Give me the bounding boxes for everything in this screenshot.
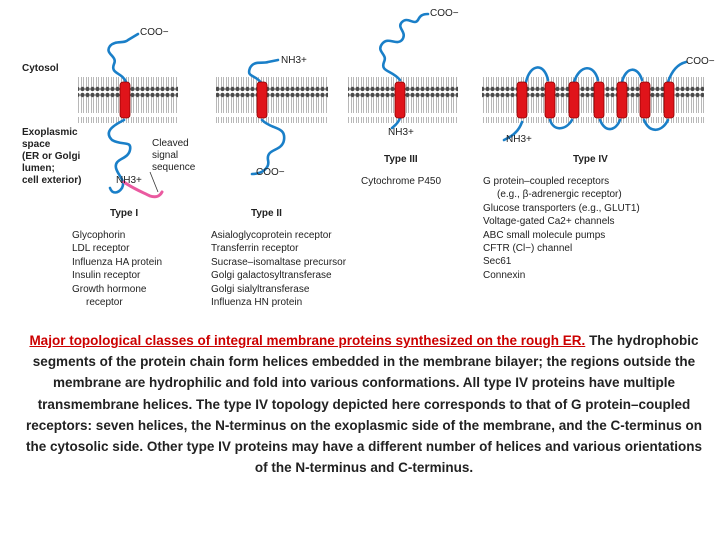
type-ii-exoplasmic-domain (250, 118, 286, 176)
list-item: Asialoglycoprotein receptor (211, 230, 332, 241)
list-item: G protein–coupled receptors (483, 176, 610, 187)
type-iv-helix-3 (568, 81, 580, 119)
list-item: Sucrase–isomaltase precursor (211, 256, 347, 268)
type-i-c-terminus-label: COO− (140, 27, 169, 38)
list-item: CFTR (Cl−) channel (483, 242, 573, 254)
protein-chains (107, 12, 688, 194)
exoplasmic-label-5: cell exterior) (22, 175, 82, 186)
type-iv-helix-4 (593, 81, 605, 119)
cleaved-label-3: sequence (152, 162, 196, 173)
transmembrane-helices (119, 81, 675, 119)
list-item: ABC small molecule pumps (483, 229, 606, 241)
type-ii-cytosolic-chain (247, 58, 280, 86)
type-i-n-terminus-label: NH3+ (116, 175, 142, 186)
type-i-exoplasmic-domain (107, 118, 132, 194)
signal-pointer-line (149, 171, 159, 193)
list-item: (e.g., β-adrenergic receptor) (497, 189, 622, 201)
cytosol-label: Cytosol (22, 63, 59, 74)
list-item: LDL receptor (72, 243, 130, 255)
figure-caption: Major topological classes of integral me… (26, 330, 702, 478)
exoplasmic-label-3: (ER or Golgi (22, 151, 81, 162)
type-iii-protein-list: Cytochrome P450 (361, 175, 441, 188)
exoplasmic-label-4: lumen; (22, 163, 55, 174)
type-i-heading: Type I (110, 208, 139, 219)
list-item: Insulin receptor (72, 270, 141, 282)
membrane-segment-type-ii (216, 77, 328, 123)
cleaved-label-1: Cleaved (152, 138, 189, 149)
type-iii-n-terminus-chain (390, 116, 402, 130)
type-iv-helix-5 (616, 81, 628, 119)
list-item: Glucose transporters (e.g., GLUT1) (483, 202, 640, 214)
type-ii-c-terminus-label: COO− (256, 167, 285, 178)
type-ii-helix (256, 81, 268, 119)
cleaved-signal-sequence (122, 180, 164, 199)
type-iv-loops (502, 60, 688, 142)
type-iv-helix-1 (516, 81, 528, 119)
type-iv-protein-list: G protein–coupled receptors (e.g., β-adr… (483, 175, 640, 282)
type-ii-n-terminus-label: NH3+ (281, 55, 307, 66)
type-iii-cytosolic-domain (379, 12, 430, 82)
exoplasmic-label-2: space (22, 139, 51, 150)
list-item: Cytochrome P450 (361, 176, 442, 187)
type-ii-protein-list: Asialoglycoprotein receptor Transferrin … (211, 229, 346, 309)
type-iv-n-terminus-label: NH3+ (506, 134, 532, 145)
type-ii-heading: Type II (251, 208, 282, 219)
type-i-cytosolic-chain (107, 32, 140, 84)
list-item: Transferrin receptor (211, 243, 299, 255)
list-item: Connexin (483, 269, 526, 281)
list-item: Influenza HA protein (72, 256, 163, 268)
type-iii-n-terminus-label: NH3+ (388, 127, 414, 138)
caption-body: The hydrophobic segments of the protein … (26, 333, 702, 476)
type-iv-c-terminus-label: COO− (686, 56, 715, 67)
caption-title: Major topological classes of integral me… (29, 333, 586, 348)
list-item: Glycophorin (72, 230, 126, 241)
type-iii-heading: Type III (384, 154, 418, 165)
type-iv-heading: Type IV (573, 154, 608, 165)
exoplasmic-label-1: Exoplasmic (22, 127, 78, 138)
type-iv-helix-7 (663, 81, 675, 119)
list-item: receptor (86, 296, 123, 308)
list-item: Golgi sialyltransferase (211, 283, 310, 295)
list-item: Golgi galactosyltransferase (211, 270, 332, 282)
list-item: Sec61 (483, 256, 512, 268)
type-iii-c-terminus-label: COO− (430, 8, 459, 19)
list-item: Growth hormone (72, 283, 147, 295)
list-item: Influenza HN protein (211, 296, 303, 308)
type-i-helix (119, 81, 131, 119)
type-iv-helix-2 (544, 81, 556, 119)
type-iii-helix (394, 81, 406, 119)
type-iv-helix-6 (639, 81, 651, 119)
type-i-protein-list: Glycophorin LDL receptor Influenza HA pr… (72, 229, 162, 309)
list-item: Voltage-gated Ca2+ channels (483, 216, 615, 228)
membrane-topology-diagram (78, 12, 704, 199)
cleaved-label-2: signal (152, 150, 179, 161)
